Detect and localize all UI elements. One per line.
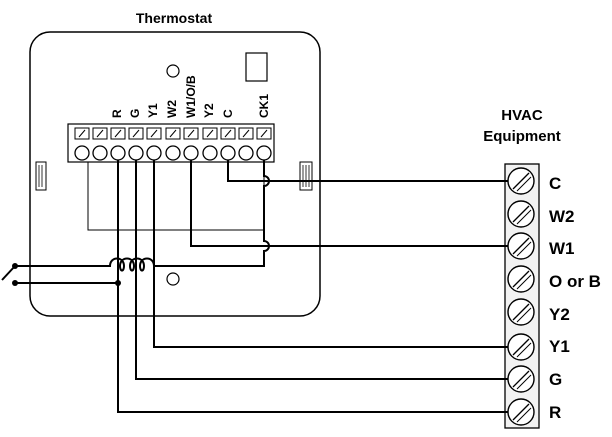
junction-dot-top	[12, 263, 18, 269]
hvac-screw-slot	[512, 370, 530, 388]
hvac-label-oorb: O or B	[549, 272, 601, 291]
hvac-screw-slot	[512, 172, 530, 190]
therm-label-c: C	[221, 109, 235, 118]
hvac-screw-slot	[512, 270, 530, 288]
hvac-label-y1: Y1	[549, 337, 570, 356]
hvac-screw-slot	[512, 403, 530, 421]
therm-screw	[183, 145, 199, 161]
therm-screw	[165, 145, 181, 161]
therm-screw	[128, 145, 144, 161]
therm-terminal-slot	[150, 129, 158, 138]
hvac-title-line2: Equipment	[483, 128, 561, 145]
therm-terminal-slot	[260, 129, 268, 138]
thermostat-top-tab	[245, 52, 268, 82]
therm-label-w1ob: W1/O/B	[184, 75, 198, 118]
hvac-screw-slot	[516, 407, 532, 423]
therm-terminal-slot	[78, 129, 86, 138]
hvac-label-w2: W2	[549, 207, 575, 226]
therm-terminal-slot	[187, 129, 195, 138]
therm-terminal-slot	[206, 129, 214, 138]
hvac-screw-slot	[512, 237, 530, 255]
therm-label-g: G	[128, 109, 142, 118]
wires	[1, 155, 520, 413]
therm-screw	[110, 145, 126, 161]
therm-terminal-slot	[96, 129, 104, 138]
wire-switch-arm	[1, 265, 16, 281]
therm-terminal-slot	[132, 129, 140, 138]
thermostat-mount-hole-bottom	[166, 272, 180, 286]
wire-w1	[190, 155, 520, 247]
hvac-screw-slot	[516, 241, 532, 257]
therm-terminal-slot	[114, 129, 122, 138]
therm-screw	[238, 145, 254, 161]
therm-label-y2: Y2	[202, 103, 216, 118]
therm-screw	[92, 145, 108, 161]
wire-y1	[153, 155, 520, 348]
hvac-screw-slot	[512, 205, 530, 223]
wire-g	[135, 155, 520, 380]
wire-coil-feed	[15, 257, 155, 272]
thermostat-terminals	[74, 127, 272, 140]
hvac-label-c: C	[549, 174, 561, 193]
hvac-screw-row	[507, 167, 535, 426]
junction-dot-r	[115, 280, 121, 286]
therm-label-w2: W2	[165, 100, 179, 118]
hvac-screw-slot	[516, 274, 532, 290]
hvac-screw-slot	[516, 307, 532, 323]
hvac-label-y2: Y2	[549, 305, 570, 324]
hvac-screw-slot	[516, 374, 532, 390]
therm-label-y1: Y1	[146, 103, 160, 118]
therm-terminal-slot	[169, 129, 177, 138]
hvac-screw-slot	[512, 338, 530, 356]
thermostat-mount-hole-top	[166, 64, 180, 78]
therm-screw	[202, 145, 218, 161]
thermostat-terminal-labels: R G Y1 W2 W1/O/B Y2 C CK1	[110, 75, 271, 118]
wire-ck1	[154, 155, 270, 267]
therm-screw	[220, 145, 236, 161]
hvac-screw-slot	[516, 209, 532, 225]
hvac-label-r: R	[549, 403, 561, 422]
therm-screw	[146, 145, 162, 161]
wire-r	[117, 155, 520, 413]
left-slot	[35, 161, 47, 191]
therm-terminal-slot	[224, 129, 232, 138]
hvac-screw-slot	[516, 342, 532, 358]
junction-dot-bottom	[12, 280, 18, 286]
right-slot	[299, 161, 313, 191]
therm-label-r: R	[110, 109, 124, 118]
therm-terminal-slot	[242, 129, 250, 138]
thermostat-title: Thermostat	[136, 10, 213, 26]
therm-label-ck1: CK1	[257, 94, 271, 118]
hvac-label-g: G	[549, 370, 562, 389]
therm-screw	[256, 145, 272, 161]
hvac-screw-slot	[512, 303, 530, 321]
therm-screw	[74, 145, 90, 161]
wire-c	[227, 155, 520, 182]
thermostat-screw-row	[74, 145, 272, 161]
hvac-screw-slot	[516, 176, 532, 192]
hvac-label-w1: W1	[549, 239, 575, 258]
hvac-title-line1: HVAC	[501, 107, 543, 124]
